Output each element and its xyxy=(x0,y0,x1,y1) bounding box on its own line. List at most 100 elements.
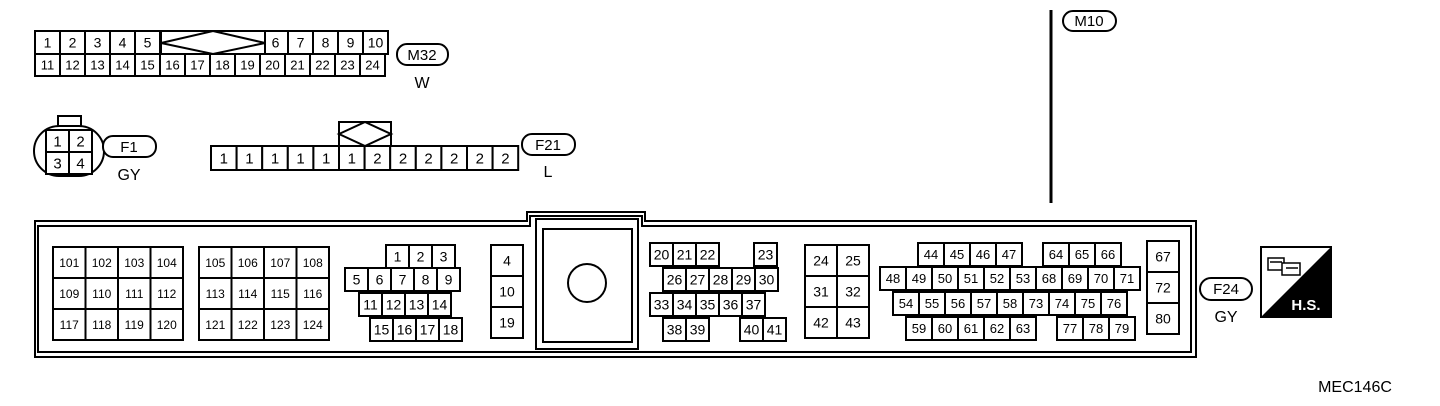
pin-cell: 2 xyxy=(59,30,86,55)
pin-cell: 105 xyxy=(198,246,233,279)
pin-cell: 29 xyxy=(731,267,756,292)
pin-cell: 2 xyxy=(414,145,443,171)
pin-cell: 1 xyxy=(210,145,238,171)
pin-cell: 115 xyxy=(263,277,298,310)
pin-cell: 16 xyxy=(392,317,417,342)
pin-cell: 14 xyxy=(109,53,136,77)
pin-cell: 5 xyxy=(344,267,369,292)
pin-cell: 117 xyxy=(52,308,87,341)
pin-cell: 22 xyxy=(695,242,720,267)
pin-number: 10 xyxy=(499,284,515,300)
pin-cell: 5 xyxy=(134,30,161,55)
pin-number: 115 xyxy=(271,287,290,301)
hs-badge: H.S. xyxy=(1260,246,1332,318)
pin-number: 67 xyxy=(1155,249,1171,265)
pin-cell: 50 xyxy=(931,266,959,291)
pin-cell: 46 xyxy=(969,242,997,267)
pin-cell: 13 xyxy=(404,292,429,317)
pin-number: 26 xyxy=(667,272,683,288)
pin-number: 4 xyxy=(119,35,127,51)
pin-cell: 109 xyxy=(52,277,87,310)
pin-number: 10 xyxy=(368,35,384,51)
pin-number: 6 xyxy=(376,272,384,288)
pin-cell: 2 xyxy=(389,145,417,171)
pin-number: 37 xyxy=(746,297,762,313)
pin-number: 1 xyxy=(271,150,279,167)
pin-cell: 102 xyxy=(84,246,119,279)
pin-number: 121 xyxy=(205,318,225,332)
pin-cell: 63 xyxy=(1009,316,1037,341)
pin-number: 14 xyxy=(115,58,129,73)
pin-number: 119 xyxy=(125,318,144,332)
pin-number: 123 xyxy=(270,318,290,332)
pin-number: 12 xyxy=(386,297,402,313)
pin-cell: 8 xyxy=(312,30,339,55)
pin-number: 70 xyxy=(1094,271,1108,286)
pin-cell: 108 xyxy=(295,246,330,279)
figure-code: MEC146C xyxy=(1318,379,1392,396)
pin-number: 2 xyxy=(424,150,432,167)
pin-cell: 9 xyxy=(436,267,461,292)
pin-cell: 30 xyxy=(754,267,779,292)
pin-number: 21 xyxy=(290,58,304,73)
pin-number: 27 xyxy=(690,272,706,288)
pin-cell: 51 xyxy=(957,266,985,291)
pin-cell: 13 xyxy=(84,53,111,77)
pin-cell: 22 xyxy=(309,53,336,77)
pin-cell: 80 xyxy=(1146,302,1180,335)
pin-cell: 55 xyxy=(918,291,946,316)
pin-cell: 8 xyxy=(413,267,438,292)
pin-cell: 23 xyxy=(334,53,361,77)
pin-cell: 110 xyxy=(84,277,119,310)
pin-number: 6 xyxy=(272,35,280,51)
pin-number: 11 xyxy=(363,297,378,313)
pin-number: 44 xyxy=(924,247,938,262)
pin-number: 73 xyxy=(1029,296,1043,311)
pin-cell: 2 xyxy=(466,145,494,171)
pin-number: 116 xyxy=(303,287,322,301)
pin-number: 74 xyxy=(1055,296,1069,311)
pin-cell: 21 xyxy=(672,242,697,267)
pin-cell: 40 xyxy=(739,317,764,342)
pin-number: 64 xyxy=(1049,247,1063,262)
pin-cell: 10 xyxy=(490,275,524,308)
pin-cell: 121 xyxy=(198,308,233,341)
pin-cell: 78 xyxy=(1082,316,1110,341)
pin-number: 20 xyxy=(654,247,670,263)
pin-number: 122 xyxy=(238,318,258,332)
pin-cell: 15 xyxy=(134,53,161,77)
pin-number: 2 xyxy=(501,150,509,167)
pin-cell: 1 xyxy=(385,244,410,269)
m10-tag-label: M10 xyxy=(1074,13,1103,30)
pin-cell: 12 xyxy=(59,53,86,77)
pin-cell: 2 xyxy=(363,145,392,171)
pin-cell: 7 xyxy=(287,30,314,55)
pin-cell: 3 xyxy=(45,151,70,175)
pin-number: 56 xyxy=(951,296,965,311)
pin-number: 102 xyxy=(92,256,112,270)
pin-number: 4 xyxy=(76,155,84,172)
pin-cell: 6 xyxy=(367,267,392,292)
pin-number: 16 xyxy=(397,322,413,338)
pin-number: 52 xyxy=(990,271,1004,286)
connector-m10: M10 xyxy=(1049,10,1117,203)
pin-cell: 33 xyxy=(649,292,674,317)
pin-number: 17 xyxy=(420,322,436,338)
pin-cell: 47 xyxy=(995,242,1023,267)
pin-cell: 60 xyxy=(931,316,959,341)
pin-number: 49 xyxy=(912,271,926,286)
pin-cell: 4 xyxy=(68,151,93,175)
connector-plug-icon xyxy=(1267,257,1301,276)
pin-number: 66 xyxy=(1101,247,1115,262)
pin-cell: 36 xyxy=(718,292,743,317)
pin-number: 1 xyxy=(44,35,52,51)
pin-number: 45 xyxy=(950,247,964,262)
